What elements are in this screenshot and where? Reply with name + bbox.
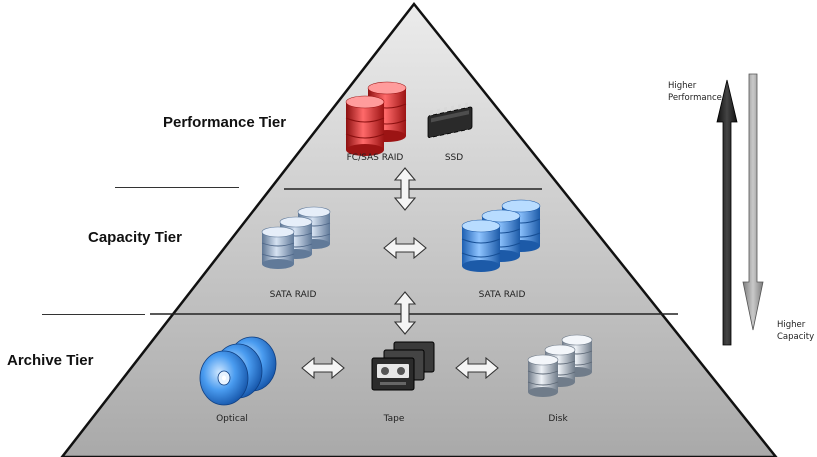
blue-database-stack-icon [461, 199, 541, 272]
optical-discs-icon [199, 336, 277, 406]
gray-blue-database-stack-icon [261, 206, 331, 269]
device-label-ssd: SSD [444, 153, 464, 163]
archive-tier-label: Archive Tier [7, 352, 94, 369]
red-database-stack-icon [345, 81, 407, 156]
performance-tier-label: Performance Tier [163, 114, 287, 131]
device-label-tape: Tape [383, 414, 405, 424]
double-arrow-horizontal-icon [301, 356, 345, 380]
double-arrow-horizontal-icon [455, 356, 499, 380]
tape-cartridges-icon [371, 341, 435, 391]
double-arrow-vertical-icon [393, 291, 417, 335]
higher-capacity-arrow-icon [742, 73, 764, 331]
gray-database-stack-icon [527, 334, 593, 397]
device-label-fc-sas-raid: FC/SAS RAID [346, 153, 404, 163]
ssd-chip-icon [427, 102, 473, 143]
double-arrow-vertical-icon [393, 167, 417, 211]
double-arrow-horizontal-icon [383, 236, 427, 260]
device-label-optical: Optical [216, 414, 248, 424]
left-divider-lower [42, 314, 145, 315]
device-label-disk: Disk [548, 414, 568, 424]
device-label-sata-raid-right: SATA RAID [478, 290, 526, 300]
higher-performance-label: Higher Performance [668, 81, 722, 103]
capacity-tier-label: Capacity Tier [88, 229, 182, 246]
higher-capacity-label: Higher Capacity [777, 320, 815, 342]
device-label-sata-raid-left: SATA RAID [269, 290, 317, 300]
left-divider-upper [115, 187, 239, 188]
higher-performance-arrow-icon [716, 79, 738, 346]
